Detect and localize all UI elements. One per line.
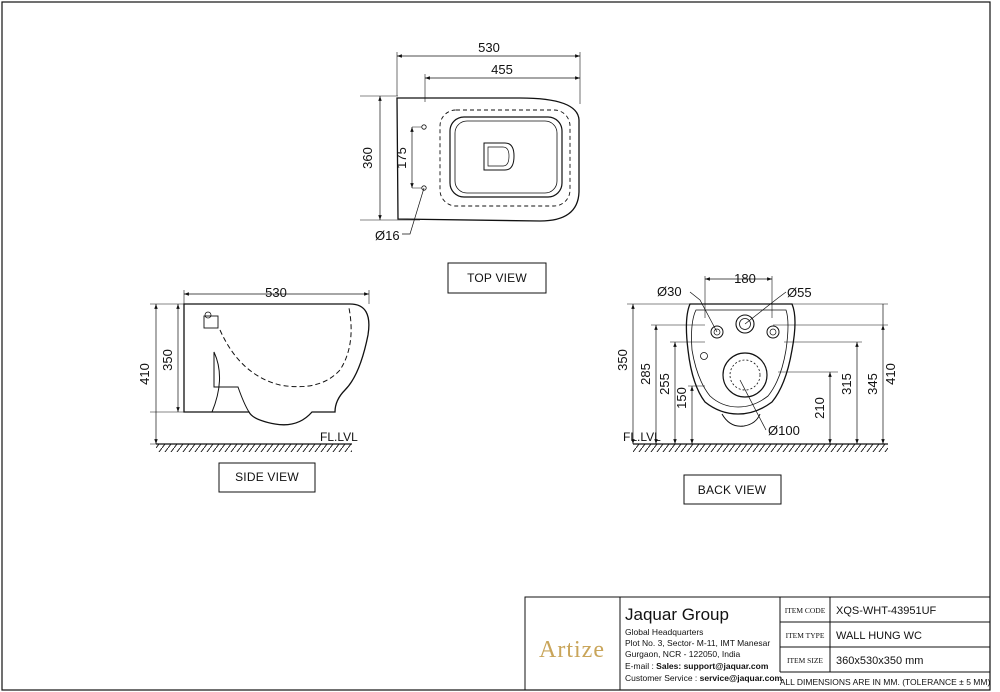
side-floor-label: FL.LVL	[320, 430, 358, 444]
email-line: E-mail : Sales: support@jaquar.com	[625, 661, 769, 671]
dim-back-inlet-dia: Ø30	[657, 284, 682, 299]
item-size-value: 360x530x350 mm	[836, 655, 923, 667]
artize-logo: Artize	[539, 637, 605, 663]
dim-top-455: 455	[491, 62, 513, 77]
item-type-value: WALL HUNG WC	[836, 630, 922, 642]
address-line-2: Plot No. 3, Sector- M-11, IMT Manesar	[625, 638, 770, 648]
company-name: Jaquar Group	[625, 605, 729, 624]
service-line: Customer Service : service@jaquar.com	[625, 673, 783, 683]
top-view	[360, 52, 581, 235]
dim-back-outlet-dia: Ø100	[768, 423, 800, 438]
side-view-label: SIDE VIEW	[235, 470, 299, 484]
back-floor-hatch	[633, 444, 888, 452]
item-code-label: ITEM CODE	[785, 606, 826, 615]
dim-back-410: 410	[883, 363, 898, 385]
back-view-label: BACK VIEW	[698, 483, 767, 497]
dim-back-210: 210	[812, 397, 827, 419]
dim-top-hole-dia: Ø16	[375, 228, 400, 243]
back-view	[627, 276, 888, 444]
address-line-3: Gurgaon, NCR - 122050, India	[625, 649, 741, 659]
top-view-label: TOP VIEW	[467, 271, 527, 285]
side-view	[150, 290, 370, 445]
dim-back-150: 150	[674, 387, 689, 409]
dim-top-175: 175	[394, 147, 409, 169]
dim-back-water-dia: Ø55	[787, 285, 812, 300]
dim-back-350: 350	[615, 349, 630, 371]
dim-side-530: 530	[265, 285, 287, 300]
title-block	[524, 596, 991, 691]
item-size-label: ITEM SIZE	[787, 656, 823, 665]
dim-top-530: 530	[478, 40, 500, 55]
dim-side-410: 410	[137, 363, 152, 385]
item-type-label: ITEM TYPE	[786, 631, 825, 640]
top-view-label-box	[447, 262, 547, 294]
side-floor-hatch	[156, 444, 352, 452]
address-line-1: Global Headquarters	[625, 627, 703, 637]
back-floor-label: FL.LVL	[623, 430, 661, 444]
dim-back-315: 315	[839, 373, 854, 395]
dim-back-255: 255	[657, 373, 672, 395]
dim-back-285: 285	[638, 363, 653, 385]
dim-top-360: 360	[360, 147, 375, 169]
item-code-value: XQS-WHT-43951UF	[836, 605, 937, 617]
dim-side-350: 350	[160, 349, 175, 371]
side-view-label-box	[218, 462, 316, 493]
back-view-label-box	[683, 474, 782, 505]
tolerance-note: ALL DIMENSIONS ARE IN MM. (TOLERANCE ± 5…	[780, 677, 991, 687]
dim-back-345: 345	[865, 373, 880, 395]
dim-back-180: 180	[734, 271, 756, 286]
